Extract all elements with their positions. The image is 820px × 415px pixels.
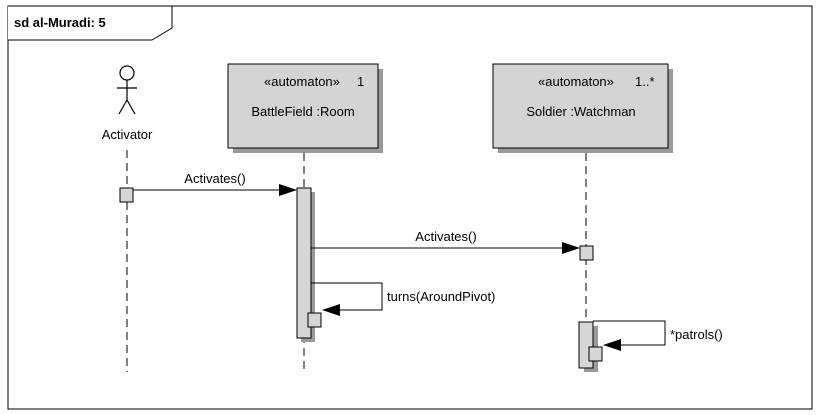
message-label: turns(AroundPivot) [387,289,495,304]
message-activates-2[interactable]: Activates() [311,229,580,254]
frame-title: sd al-Muradi: 5 [14,15,106,30]
lifeline-battlefield[interactable]: «automaton» 1 BattleField :Room [227,63,383,153]
message-activates-1[interactable]: Activates() [133,171,297,196]
message-patrols-self[interactable]: *patrols() [593,320,723,351]
message-label: Activates() [415,229,476,244]
actor-name: Activator [102,127,153,142]
activation-soldier[interactable] [579,245,594,261]
diagram-frame: sd al-Muradi: 5 [7,5,813,410]
lifeline-multiplicity: 1 [357,74,364,89]
lifeline-multiplicity: 1..* [635,74,655,89]
lifeline-name: BattleField :Room [251,104,354,119]
message-label: Activates() [184,171,245,186]
lifeline-box [227,63,379,149]
activation-battlefield[interactable] [296,187,312,339]
frame-border [7,5,813,410]
message-arrow [593,320,666,351]
lifeline-stereotype: «automaton» [264,74,340,89]
frame-title-tab [8,5,173,41]
activation-soldier-self[interactable] [588,346,603,362]
lifeline-soldier[interactable]: «automaton» 1..* Soldier :Watchman [492,63,673,153]
message-arrow [311,282,383,316]
message-label: *patrols() [670,327,723,342]
message-turns-self[interactable]: turns(AroundPivot) [311,282,495,316]
activation-activator[interactable] [119,187,134,203]
lifeline-name: Soldier :Watchman [526,104,635,119]
actor-activator[interactable]: Activator [102,65,153,142]
lifeline-stereotype: «automaton» [538,74,614,89]
activation-battlefield-self[interactable] [307,312,322,328]
lifeline-box [492,63,669,149]
stick-figure-icon [117,65,137,115]
